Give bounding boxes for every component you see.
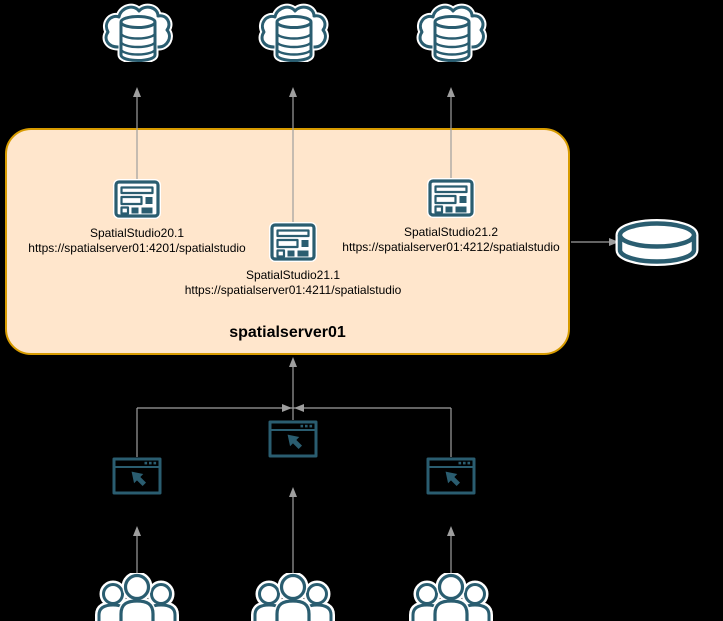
application-window-icon: [430, 181, 472, 215]
studio1-name: SpatialStudio20.1: [89, 226, 185, 240]
cloud-database-icon: [420, 7, 483, 60]
arrow-up-icon: [289, 357, 297, 367]
browser-cursor-icon: [268, 420, 318, 458]
studio2-label: SpatialStudio21.1 https://spatialserver0…: [148, 268, 438, 297]
cloud-database-icon: [106, 7, 169, 60]
studio1-url: https://spatialserver01:4201/spatialstud…: [28, 240, 246, 255]
arrow-up-icon: [133, 526, 141, 536]
arrow-up-icon: [289, 487, 297, 497]
connector-arrowheads: [133, 87, 619, 536]
cloud-database-icon: [262, 7, 325, 60]
studio1-label: SpatialStudio20.1 https://spatialserver0…: [0, 226, 282, 255]
server-box-label: spatialserver01: [229, 324, 346, 341]
arrow-up-icon: [447, 87, 455, 97]
arrow-up-icon: [133, 87, 141, 97]
studio2-url: https://spatialserver01:4211/spatialstud…: [184, 282, 402, 297]
studio3-label: SpatialStudio21.2 https://spatialserver0…: [306, 225, 596, 254]
database-disk-icon: [620, 224, 694, 262]
browser-cursor-icon: [426, 457, 476, 495]
studio3-url: https://spatialserver01:4212/spatialstud…: [342, 239, 560, 254]
arrow-up-icon: [447, 526, 455, 536]
studio2-name: SpatialStudio21.1: [245, 268, 341, 282]
user-group-icon: [99, 576, 175, 621]
browser-cursor-icon: [112, 457, 162, 495]
arrow-right-icon: [282, 404, 292, 412]
arrow-right-icon: [609, 238, 619, 246]
user-group-icon: [255, 576, 331, 621]
user-group-icon: [413, 576, 489, 621]
application-window-icon: [116, 182, 158, 216]
studio3-name: SpatialStudio21.2: [403, 225, 499, 239]
arrow-up-icon: [289, 87, 297, 97]
arrow-left-icon: [294, 404, 304, 412]
